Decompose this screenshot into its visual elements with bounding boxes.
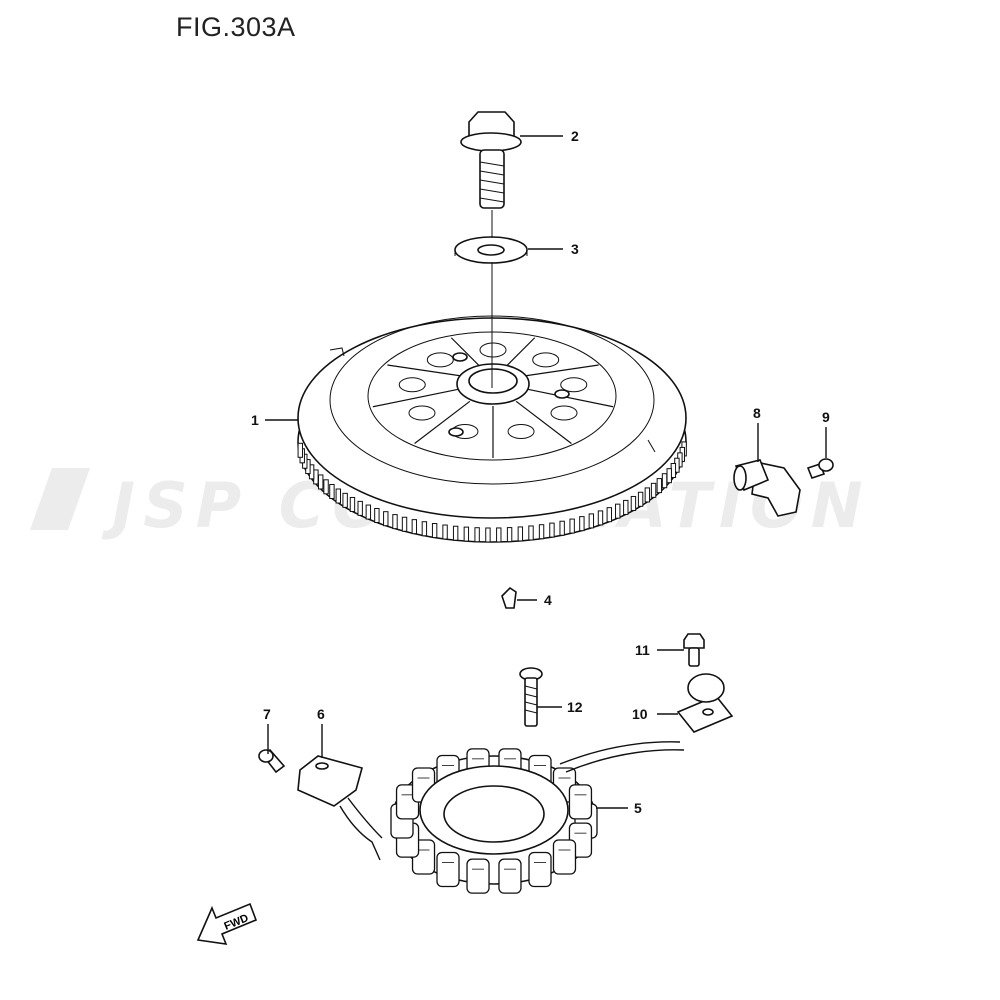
part-8-pulser-sensor[interactable] (733, 459, 801, 517)
part-11-bolt[interactable] (683, 633, 705, 667)
callout-8[interactable]: 8 (753, 405, 761, 421)
callout-2[interactable]: 2 (571, 128, 579, 144)
part-2-bolt[interactable] (460, 111, 522, 209)
part-5-stator[interactable] (390, 741, 685, 894)
callout-11[interactable]: 11 (635, 642, 650, 658)
callout-6[interactable]: 6 (317, 706, 325, 722)
fwd-direction-arrow: FWD (196, 902, 258, 945)
callout-labels: 2 3 1 4 5 6 7 8 9 10 11 12 (251, 128, 830, 816)
part-6-pulser-coil[interactable] (297, 755, 383, 861)
callout-10[interactable]: 10 (632, 706, 648, 722)
callout-1[interactable]: 1 (251, 412, 259, 428)
callout-12[interactable]: 12 (567, 699, 583, 715)
callout-7[interactable]: 7 (263, 706, 271, 722)
flywheel-ring-gear (297, 441, 687, 543)
part-7-screw[interactable] (258, 749, 286, 774)
callout-3[interactable]: 3 (571, 241, 579, 257)
callout-4[interactable]: 4 (544, 592, 552, 608)
leader-lines (265, 135, 827, 809)
flywheel-spokes (372, 337, 614, 458)
part-9-screw[interactable] (806, 458, 834, 479)
callout-9[interactable]: 9 (822, 409, 830, 425)
part-3-washer[interactable] (454, 236, 528, 264)
callout-5[interactable]: 5 (634, 800, 642, 816)
part-4-key[interactable] (501, 586, 517, 609)
figure-title: FIG.303A (176, 12, 296, 42)
part-10-clamp[interactable] (676, 673, 734, 733)
part-12-screw[interactable] (519, 667, 543, 727)
